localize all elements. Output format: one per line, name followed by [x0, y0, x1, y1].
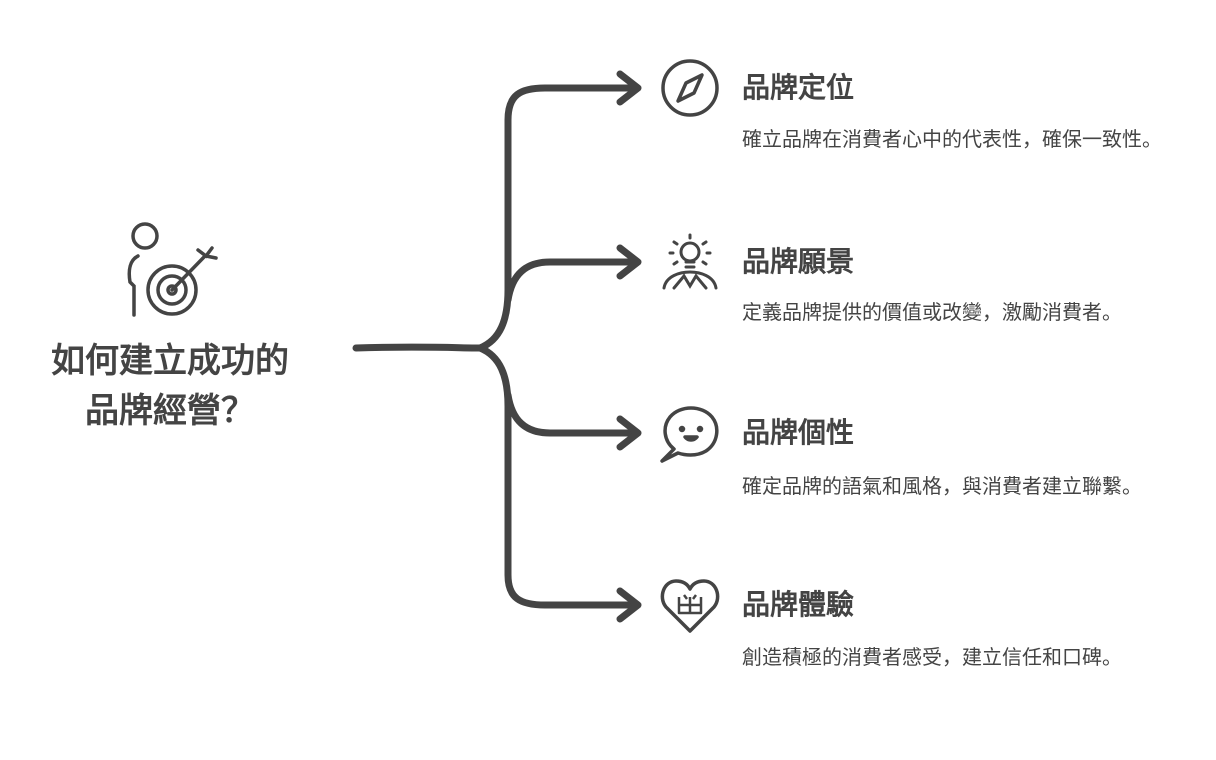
item-heading: 品牌願景: [742, 245, 855, 278]
arrowhead-1: [616, 70, 642, 106]
brace-branch-2: [504, 258, 638, 304]
arrowhead-4: [616, 587, 642, 623]
diagram-title: 如何建立成功的 品牌經營？: [20, 336, 320, 436]
arrowhead-2: [616, 244, 642, 280]
compass-icon: [661, 59, 719, 117]
heart-gift-icon: [660, 579, 720, 633]
item-heading: 品牌個性: [742, 416, 855, 449]
item-description: 確立品牌在消費者心中的代表性，確保一致性。: [742, 127, 1162, 151]
brace-upper: [476, 84, 638, 352]
brace-lower: [476, 344, 638, 609]
brace-branch-3: [504, 391, 638, 437]
item-heading: 品牌定位: [742, 71, 855, 104]
root-line: [352, 343, 484, 352]
item-heading: 品牌體驗: [742, 588, 855, 621]
smiley-speech-bubble-icon: [660, 406, 719, 463]
item-description: 創造積極的消費者感受，建立信任和口碑。: [742, 645, 1122, 669]
person-target-icon: [127, 222, 218, 317]
title-line-1: 如何建立成功的: [51, 341, 289, 381]
item-description: 定義品牌提供的價值或改變，激勵消費者。: [742, 300, 1122, 324]
item-description: 確定品牌的語氣和風格，與消費者建立聯繫。: [742, 474, 1142, 498]
title-line-2: 品牌經營？: [85, 391, 255, 431]
lightbulb-person-icon: [662, 233, 718, 290]
arrowhead-3: [616, 415, 642, 451]
